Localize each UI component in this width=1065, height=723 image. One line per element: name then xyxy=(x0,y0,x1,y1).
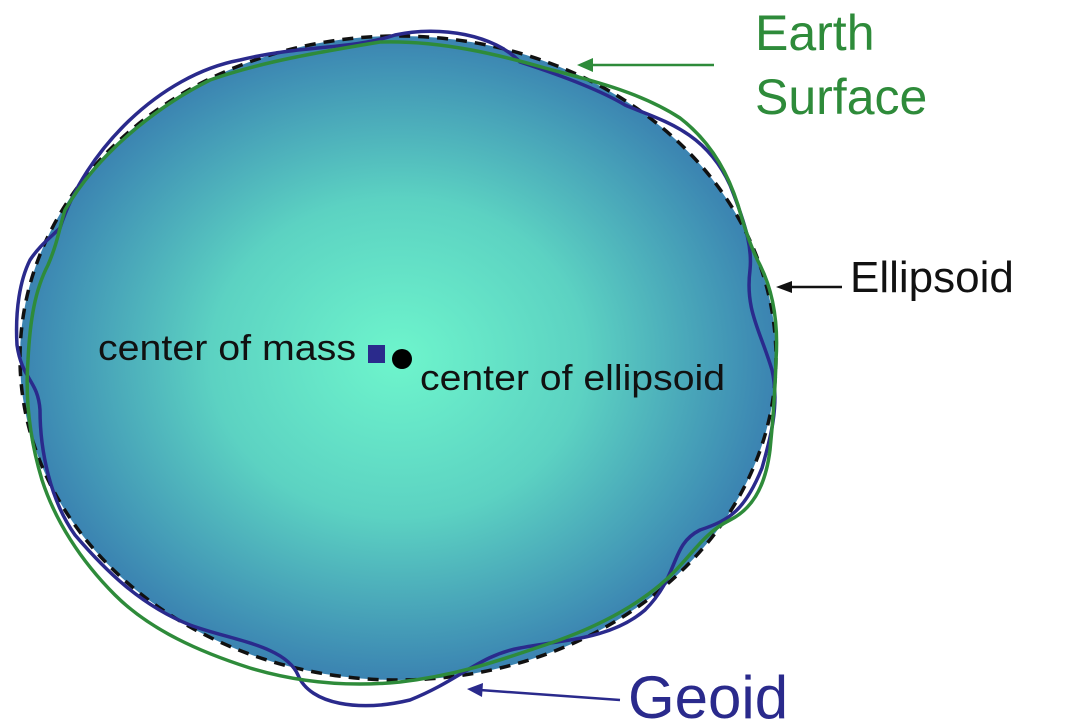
earth-surface-pointer-arrowhead xyxy=(577,58,593,72)
geoid-pointer-line xyxy=(479,688,621,702)
geoid-pointer-arrowhead xyxy=(467,683,483,697)
center-of-mass-marker xyxy=(368,345,385,363)
geoid-outline xyxy=(14,29,777,708)
ellipsoid-pointer-arrowhead xyxy=(776,281,792,293)
earth-surface-outline xyxy=(25,40,779,686)
earth-surface-label-line2: Surface xyxy=(755,69,927,125)
earth-surface-label-line1: Earth xyxy=(755,5,875,61)
ellipsoid-label: Ellipsoid xyxy=(850,253,1014,302)
center-of-mass-label: center of mass xyxy=(98,327,356,368)
center-of-ellipsoid-marker xyxy=(392,349,412,369)
center-of-ellipsoid-label: center of ellipsoid xyxy=(420,357,725,398)
geoid-label: Geoid xyxy=(628,664,788,723)
